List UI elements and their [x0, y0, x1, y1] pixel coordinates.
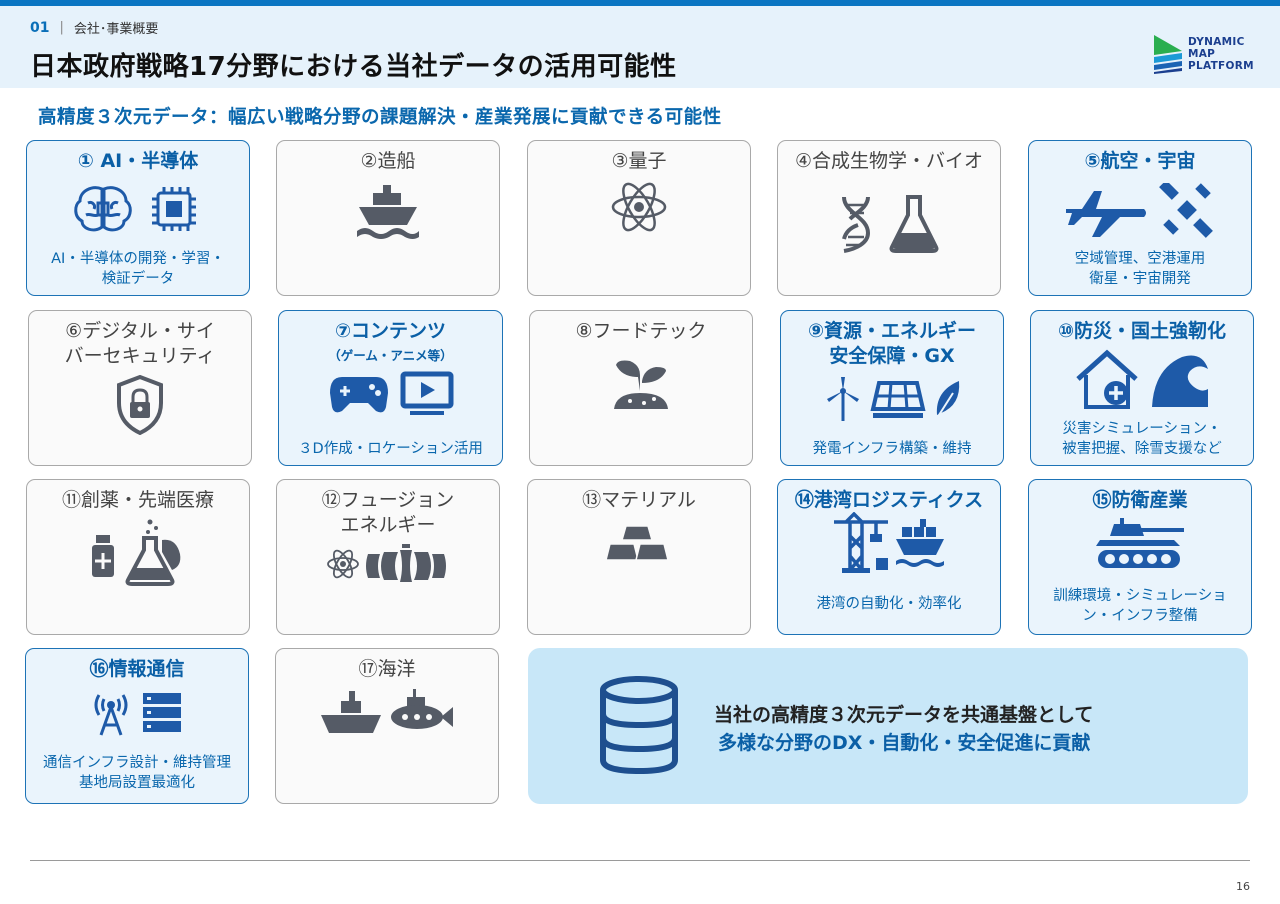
logo-mark-icon — [1154, 35, 1182, 74]
airplane-icon — [1066, 191, 1146, 237]
card-drug-discovery: ⑪創薬・先端医療 — [26, 479, 250, 635]
card-title: ⑪創薬・先端医療 — [61, 489, 214, 511]
shield-lock-icon — [117, 375, 163, 435]
summary-line-1: 当社の高精度３次元データを共通基盤として — [714, 704, 1094, 726]
wave-icon — [1152, 355, 1208, 407]
lab-flask-icon — [125, 519, 181, 586]
section-number: 01 — [30, 19, 50, 36]
page-title: 日本政府戦略17分野における当社データの活用可能性 — [30, 52, 677, 82]
card-aerospace: ⑤航空・宇宙 空域管理、空港運用 衛星・宇宙開発 — [1028, 140, 1252, 296]
card-title: ③量子 — [611, 150, 667, 172]
card-title: ④合成生物学・バイオ — [794, 150, 984, 172]
subtitle: 高精度３次元データ：幅広い戦略分野の課題解決・産業発展に貢献できる可能性 — [38, 107, 722, 128]
medicine-bottle-icon — [92, 535, 114, 577]
card-description: 通信インフラ設計・維持管理 基地局設置最適化 — [42, 755, 232, 791]
card-description: 災害シミュレーション・ 被害把握、除雪支援など — [1062, 421, 1222, 457]
submarine-icon — [391, 689, 453, 729]
section-separator: | — [59, 20, 64, 35]
solar-panel-icon — [870, 381, 926, 418]
summary-box: 当社の高精度３次元データを共通基盤として 多様な分野のDX・自動化・安全促進に貢… — [528, 648, 1248, 804]
card-description: 空域管理、空港運用 衛星・宇宙開発 — [1074, 251, 1206, 287]
server-icon — [143, 693, 181, 732]
chip-icon — [152, 187, 196, 231]
card-title: ⑫フュージョン エネルギー — [321, 489, 455, 536]
antenna-icon — [94, 694, 128, 736]
company-logo: DYNAMIC MAP PLATFORM — [1152, 30, 1262, 78]
card-title: ⑯情報通信 — [89, 658, 185, 680]
satellite-icon — [1159, 183, 1213, 238]
card-title: ⑧フードテック — [575, 320, 707, 342]
card-ai-semiconductor: ① AI・半導体 AI・半導体の開発・学習・ 検証データ — [26, 140, 250, 296]
card-title: ②造船 — [360, 150, 416, 172]
top-accent-bar — [0, 0, 1280, 6]
logo-text: DYNAMIC MAP PLATFORM — [1188, 36, 1254, 72]
flask-icon — [889, 195, 939, 253]
card-description: 訓練環境・シミュレーショ ン・インフラ整備 — [1053, 588, 1227, 624]
wind-turbine-icon — [827, 377, 859, 421]
sprout-icon — [614, 360, 668, 409]
card-defense-industry: ⑮防衛産業 訓練環境・シミュレーショ ン・インフラ整備 — [1028, 479, 1252, 635]
card-title: ⑦コンテンツ — [334, 320, 447, 342]
card-title: ⑤航空・宇宙 — [1084, 150, 1196, 172]
card-title: ⑨資源・エネルギー 安全保障・GX — [807, 320, 977, 367]
card-content: ⑦コンテンツ （ゲーム・アニメ等） ３D作成・ロケーション活用 — [278, 310, 503, 466]
gamepad-icon — [329, 377, 388, 413]
atom-small-icon — [327, 549, 359, 579]
card-title: ⑮防衛産業 — [1092, 489, 1188, 511]
atom-icon — [611, 182, 667, 232]
card-port-logistics: ⑭港湾ロジスティクス 港湾の自動化・効率化 — [777, 479, 1001, 635]
card-materials: ⑬マテリアル — [527, 479, 751, 635]
footer-divider — [30, 860, 1250, 861]
card-ocean: ⑰海洋 — [275, 648, 499, 804]
card-title: ⑥デジタル・サイ バーセキュリティ — [64, 320, 216, 367]
card-description: 発電インフラ構築・維持 — [812, 441, 972, 457]
card-description: ３D作成・ロケーション活用 — [298, 441, 483, 457]
card-disaster-prevention: ⑩防災・国土強靭化 災害シミュレーション・ 被害把握、除雪支援など — [1030, 310, 1254, 466]
card-fusion-energy: ⑫フュージョン エネルギー — [276, 479, 500, 635]
database-icon — [600, 676, 678, 774]
card-title: ① AI・半導体 — [77, 150, 199, 172]
section-label: 会社･事業概要 — [73, 22, 159, 37]
card-title: ⑬マテリアル — [582, 489, 696, 511]
cargo-ship-icon — [896, 519, 944, 567]
card-quantum: ③量子 — [527, 140, 751, 296]
leaf-icon — [936, 381, 960, 416]
page-number: 16 — [1236, 880, 1250, 893]
header: 01 | 会社･事業概要 日本政府戦略17分野における当社データの活用可能性 D… — [0, 6, 1280, 88]
card-subtitle: （ゲーム・アニメ等） — [328, 348, 453, 363]
card-foodtech: ⑧フードテック — [529, 310, 753, 466]
fusion-reactor-icon — [366, 544, 446, 582]
monitor-play-icon — [400, 371, 453, 415]
card-cybersecurity: ⑥デジタル・サイ バーセキュリティ — [28, 310, 252, 466]
ingots-icon — [606, 525, 669, 561]
card-description: AI・半導体の開発・学習・ 検証データ — [51, 251, 225, 287]
card-title: ⑭港湾ロジスティクス — [794, 489, 984, 511]
brain-icon — [74, 186, 132, 232]
tank-icon — [1096, 518, 1184, 568]
card-shipbuilding: ②造船 — [276, 140, 500, 296]
ship-icon — [357, 185, 419, 239]
card-title: ⑰海洋 — [358, 658, 416, 680]
summary-line-2: 多様な分野のDX・自動化・安全促進に貢献 — [718, 732, 1091, 754]
port-crane-icon — [834, 512, 888, 573]
section-tag: 01 | 会社･事業概要 — [30, 18, 159, 38]
card-synthetic-biology: ④合成生物学・バイオ — [777, 140, 1001, 296]
card-title: ⑩防災・国土強靭化 — [1057, 320, 1227, 342]
house-medical-icon — [1076, 349, 1138, 409]
dna-icon — [842, 196, 871, 253]
card-description: 港湾の自動化・効率化 — [816, 596, 962, 612]
card-energy: ⑨資源・エネルギー 安全保障・GX 発電インフラ構築・維持 — [780, 310, 1004, 466]
ship-side-icon — [321, 691, 381, 733]
card-telecommunications: ⑯情報通信 通信インフラ設計・維持管理 基地局設置最適化 — [25, 648, 249, 804]
